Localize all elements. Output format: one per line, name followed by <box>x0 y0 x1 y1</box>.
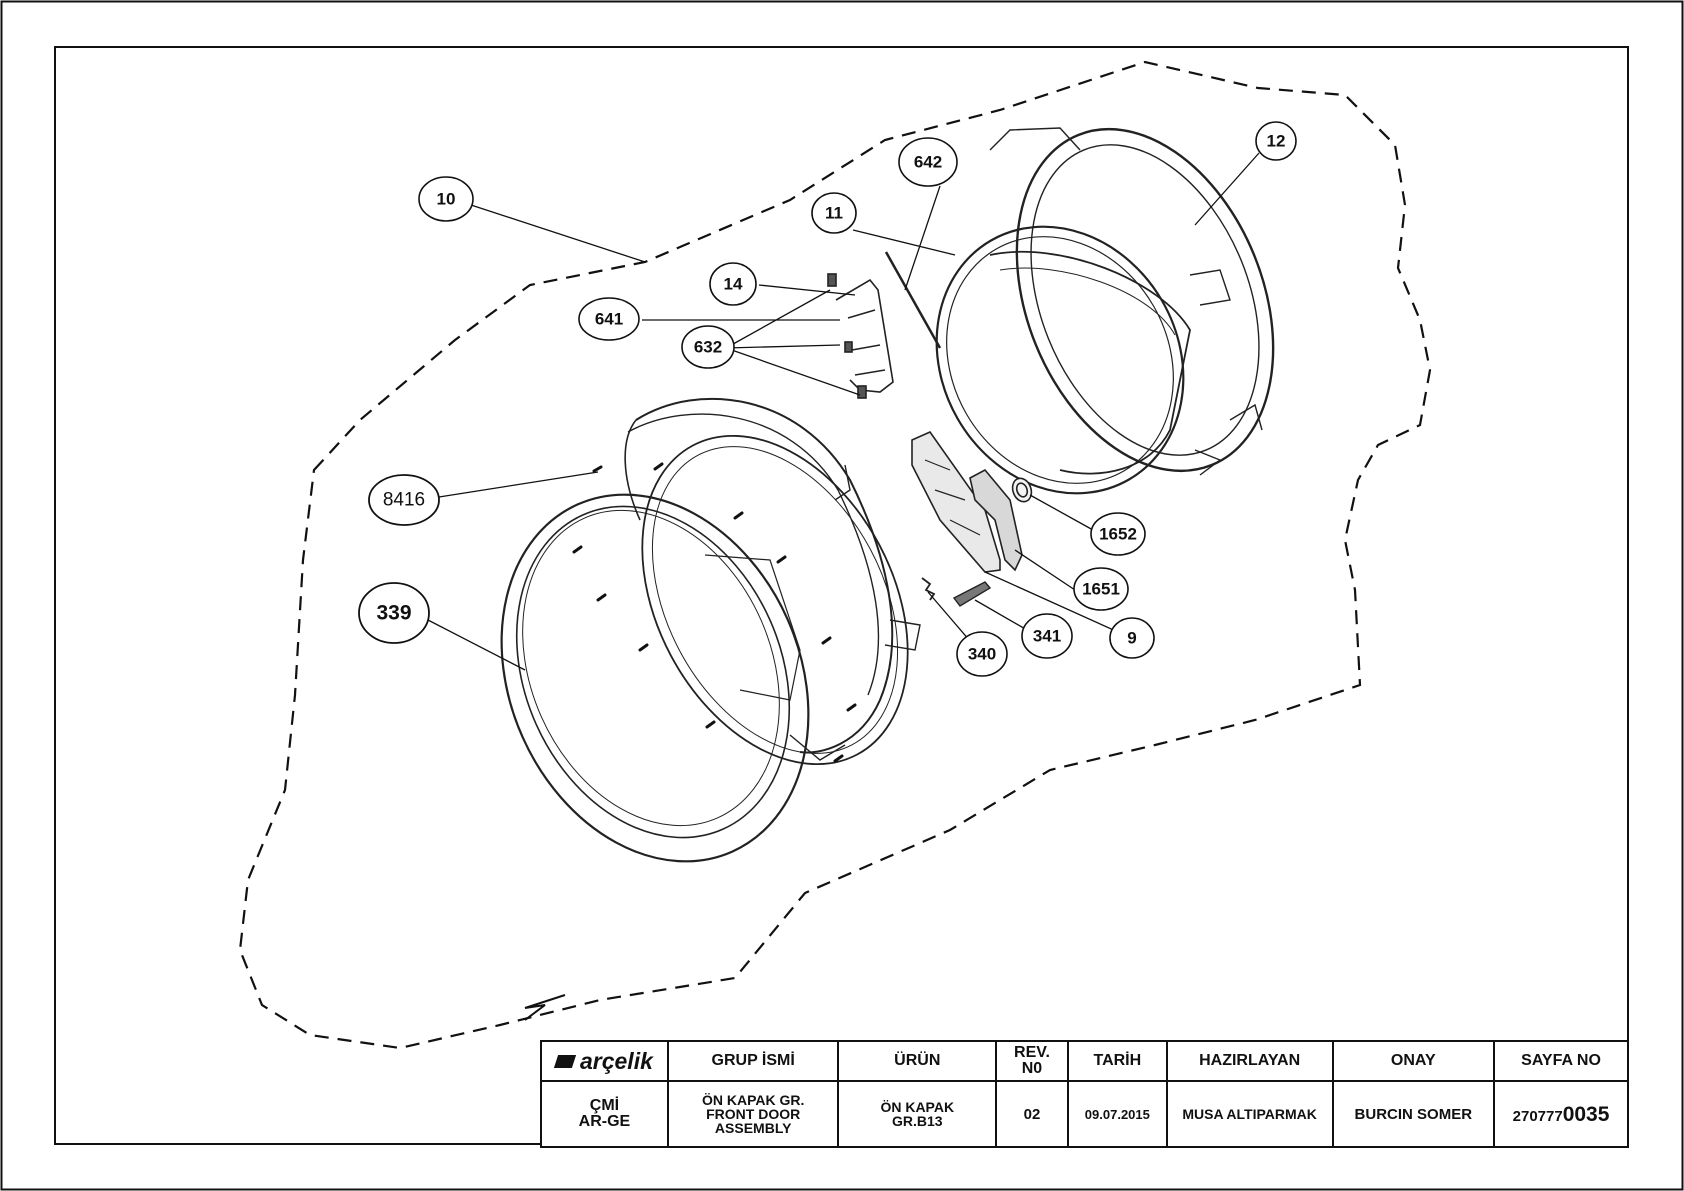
svg-text:339: 339 <box>376 602 411 625</box>
svg-text:9: 9 <box>1127 629 1136 648</box>
svg-text:11: 11 <box>825 204 843 223</box>
title-block: arçelik GRUP İSMİ ÜRÜN REV. N0 TARİH HAZ… <box>540 1040 1629 1148</box>
svg-text:341: 341 <box>1033 627 1061 646</box>
spring-340 <box>921 577 936 601</box>
logo-cell: arçelik <box>540 1040 669 1082</box>
value-rev: 02 <box>995 1080 1069 1148</box>
logo-mark-icon <box>553 1054 577 1068</box>
door-frame-part <box>624 397 921 766</box>
header-group-name: GRUP İSMİ <box>666 1040 840 1082</box>
hinge-part <box>827 273 894 399</box>
lever-341 <box>952 581 992 607</box>
svg-text:10: 10 <box>437 190 456 209</box>
svg-text:1652: 1652 <box>1099 525 1137 544</box>
door-glass-part <box>935 225 1191 495</box>
svg-text:1651: 1651 <box>1082 580 1120 599</box>
value-approval: BURCIN SOMER <box>1331 1080 1496 1148</box>
balloon-341: 341 <box>1021 613 1073 659</box>
balloon-641: 641 <box>578 297 640 341</box>
balloon-642: 642 <box>898 137 958 187</box>
boundary-zigzag <box>524 994 566 1021</box>
header-page-no: SAYFA NO <box>1493 1040 1629 1082</box>
header-product: ÜRÜN <box>837 1040 998 1082</box>
svg-text:641: 641 <box>595 310 623 329</box>
balloon-1652: 1652 <box>1090 512 1146 556</box>
svg-text:14: 14 <box>724 275 743 294</box>
balloon-632: 632 <box>681 325 735 369</box>
value-product: ÖN KAPAK GR.B13 <box>837 1080 998 1148</box>
header-approval: ONAY <box>1331 1040 1496 1082</box>
value-department: ÇMİ AR-GE <box>540 1080 669 1148</box>
hinge-pin-642 <box>884 251 942 349</box>
value-group-name: ÖN KAPAK GR. FRONT DOOR ASSEMBLY <box>666 1080 840 1148</box>
svg-text:340: 340 <box>968 645 996 664</box>
svg-text:12: 12 <box>1267 132 1286 151</box>
balloon-339: 339 <box>358 582 430 644</box>
value-page-no: 2707770035 <box>1493 1080 1629 1148</box>
bolt-set <box>572 462 857 763</box>
front-ring-part <box>500 493 810 863</box>
arcelik-logo: arçelik <box>542 1049 667 1073</box>
balloon-9: 9 <box>1109 617 1155 659</box>
svg-text:642: 642 <box>914 153 942 172</box>
balloon-10: 10 <box>418 176 474 222</box>
value-date: 09.07.2015 <box>1066 1080 1168 1148</box>
svg-text:8416: 8416 <box>383 490 425 511</box>
svg-text:632: 632 <box>694 338 722 357</box>
balloon-340: 340 <box>956 631 1008 677</box>
latch-parts <box>911 431 1033 573</box>
value-prepared-by: MUSA ALTIPARMAK <box>1165 1080 1334 1148</box>
header-prepared-by: HAZIRLAYAN <box>1165 1040 1334 1082</box>
balloon-14: 14 <box>709 262 757 306</box>
header-rev: REV. N0 <box>995 1040 1069 1082</box>
balloon-12: 12 <box>1255 121 1297 161</box>
outer-ring-part <box>989 127 1275 476</box>
balloon-1651: 1651 <box>1073 567 1129 611</box>
balloon-8416: 8416 <box>368 474 440 526</box>
balloon-11: 11 <box>811 192 857 234</box>
header-date: TARİH <box>1066 1040 1168 1082</box>
assembly-boundary-dashed <box>238 60 1432 1050</box>
